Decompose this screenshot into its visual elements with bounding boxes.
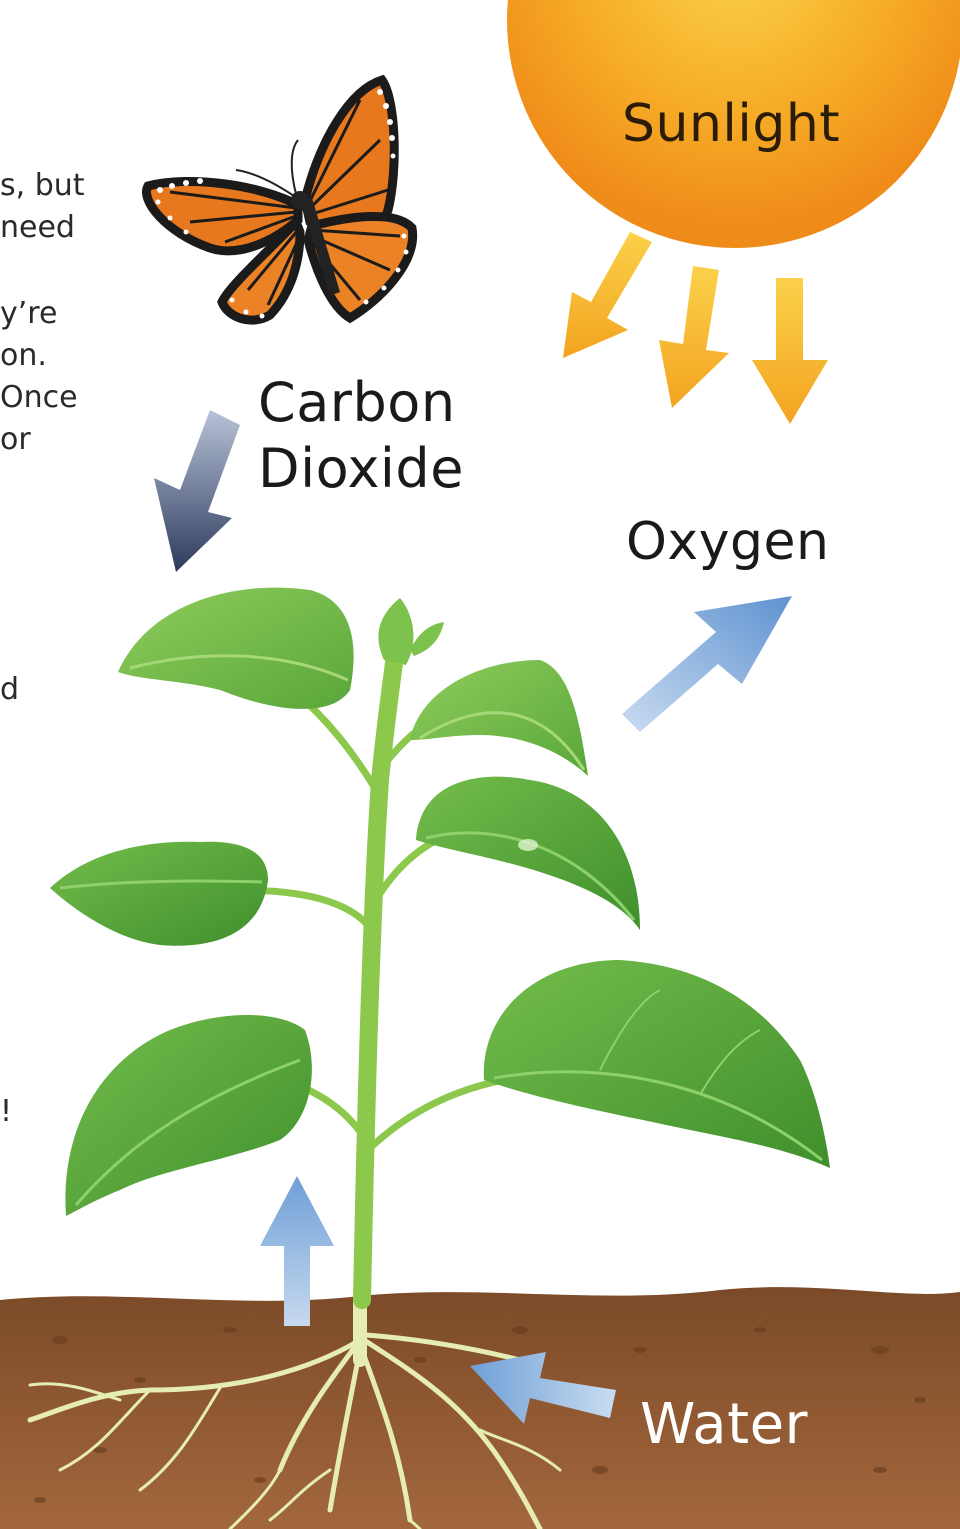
leaf bbox=[410, 660, 588, 776]
sunlight-arrow-icon bbox=[659, 266, 729, 408]
cropped-text-line: y’re bbox=[0, 296, 57, 331]
carbon-dioxide-label: Carbon Dioxide bbox=[258, 370, 464, 502]
leaf bbox=[410, 622, 444, 656]
soil bbox=[0, 1287, 960, 1529]
leaf bbox=[50, 842, 268, 946]
oxygen-arrow-icon bbox=[622, 596, 792, 732]
water-label: Water bbox=[640, 1392, 808, 1457]
carbon-dioxide-label-line1: Carbon bbox=[258, 370, 464, 436]
oxygen-label: Oxygen bbox=[626, 512, 829, 572]
cropped-text-line: on. bbox=[0, 338, 47, 373]
sunlight-arrow-icon bbox=[563, 232, 652, 358]
cropped-text-line: Once bbox=[0, 380, 78, 415]
leaf bbox=[65, 1015, 311, 1216]
sunlight-arrow-icon bbox=[752, 278, 828, 424]
plant-icon bbox=[50, 588, 830, 1216]
cropped-text-line: need bbox=[0, 210, 75, 245]
cropped-text-line: ! bbox=[0, 1094, 12, 1129]
leaf bbox=[378, 598, 413, 665]
leaf bbox=[416, 777, 640, 930]
cropped-text-line: s, but bbox=[0, 168, 85, 203]
leaf bbox=[118, 588, 354, 709]
sunlight-label: Sunlight bbox=[622, 94, 840, 154]
cropped-text-line: or bbox=[0, 422, 31, 457]
sunlight-arrows bbox=[563, 232, 828, 424]
carbon-dioxide-arrow-icon bbox=[154, 410, 240, 572]
carbon-dioxide-label-line2: Dioxide bbox=[258, 436, 464, 502]
butterfly-icon bbox=[147, 80, 413, 320]
cropped-text-line: d bbox=[0, 672, 19, 707]
